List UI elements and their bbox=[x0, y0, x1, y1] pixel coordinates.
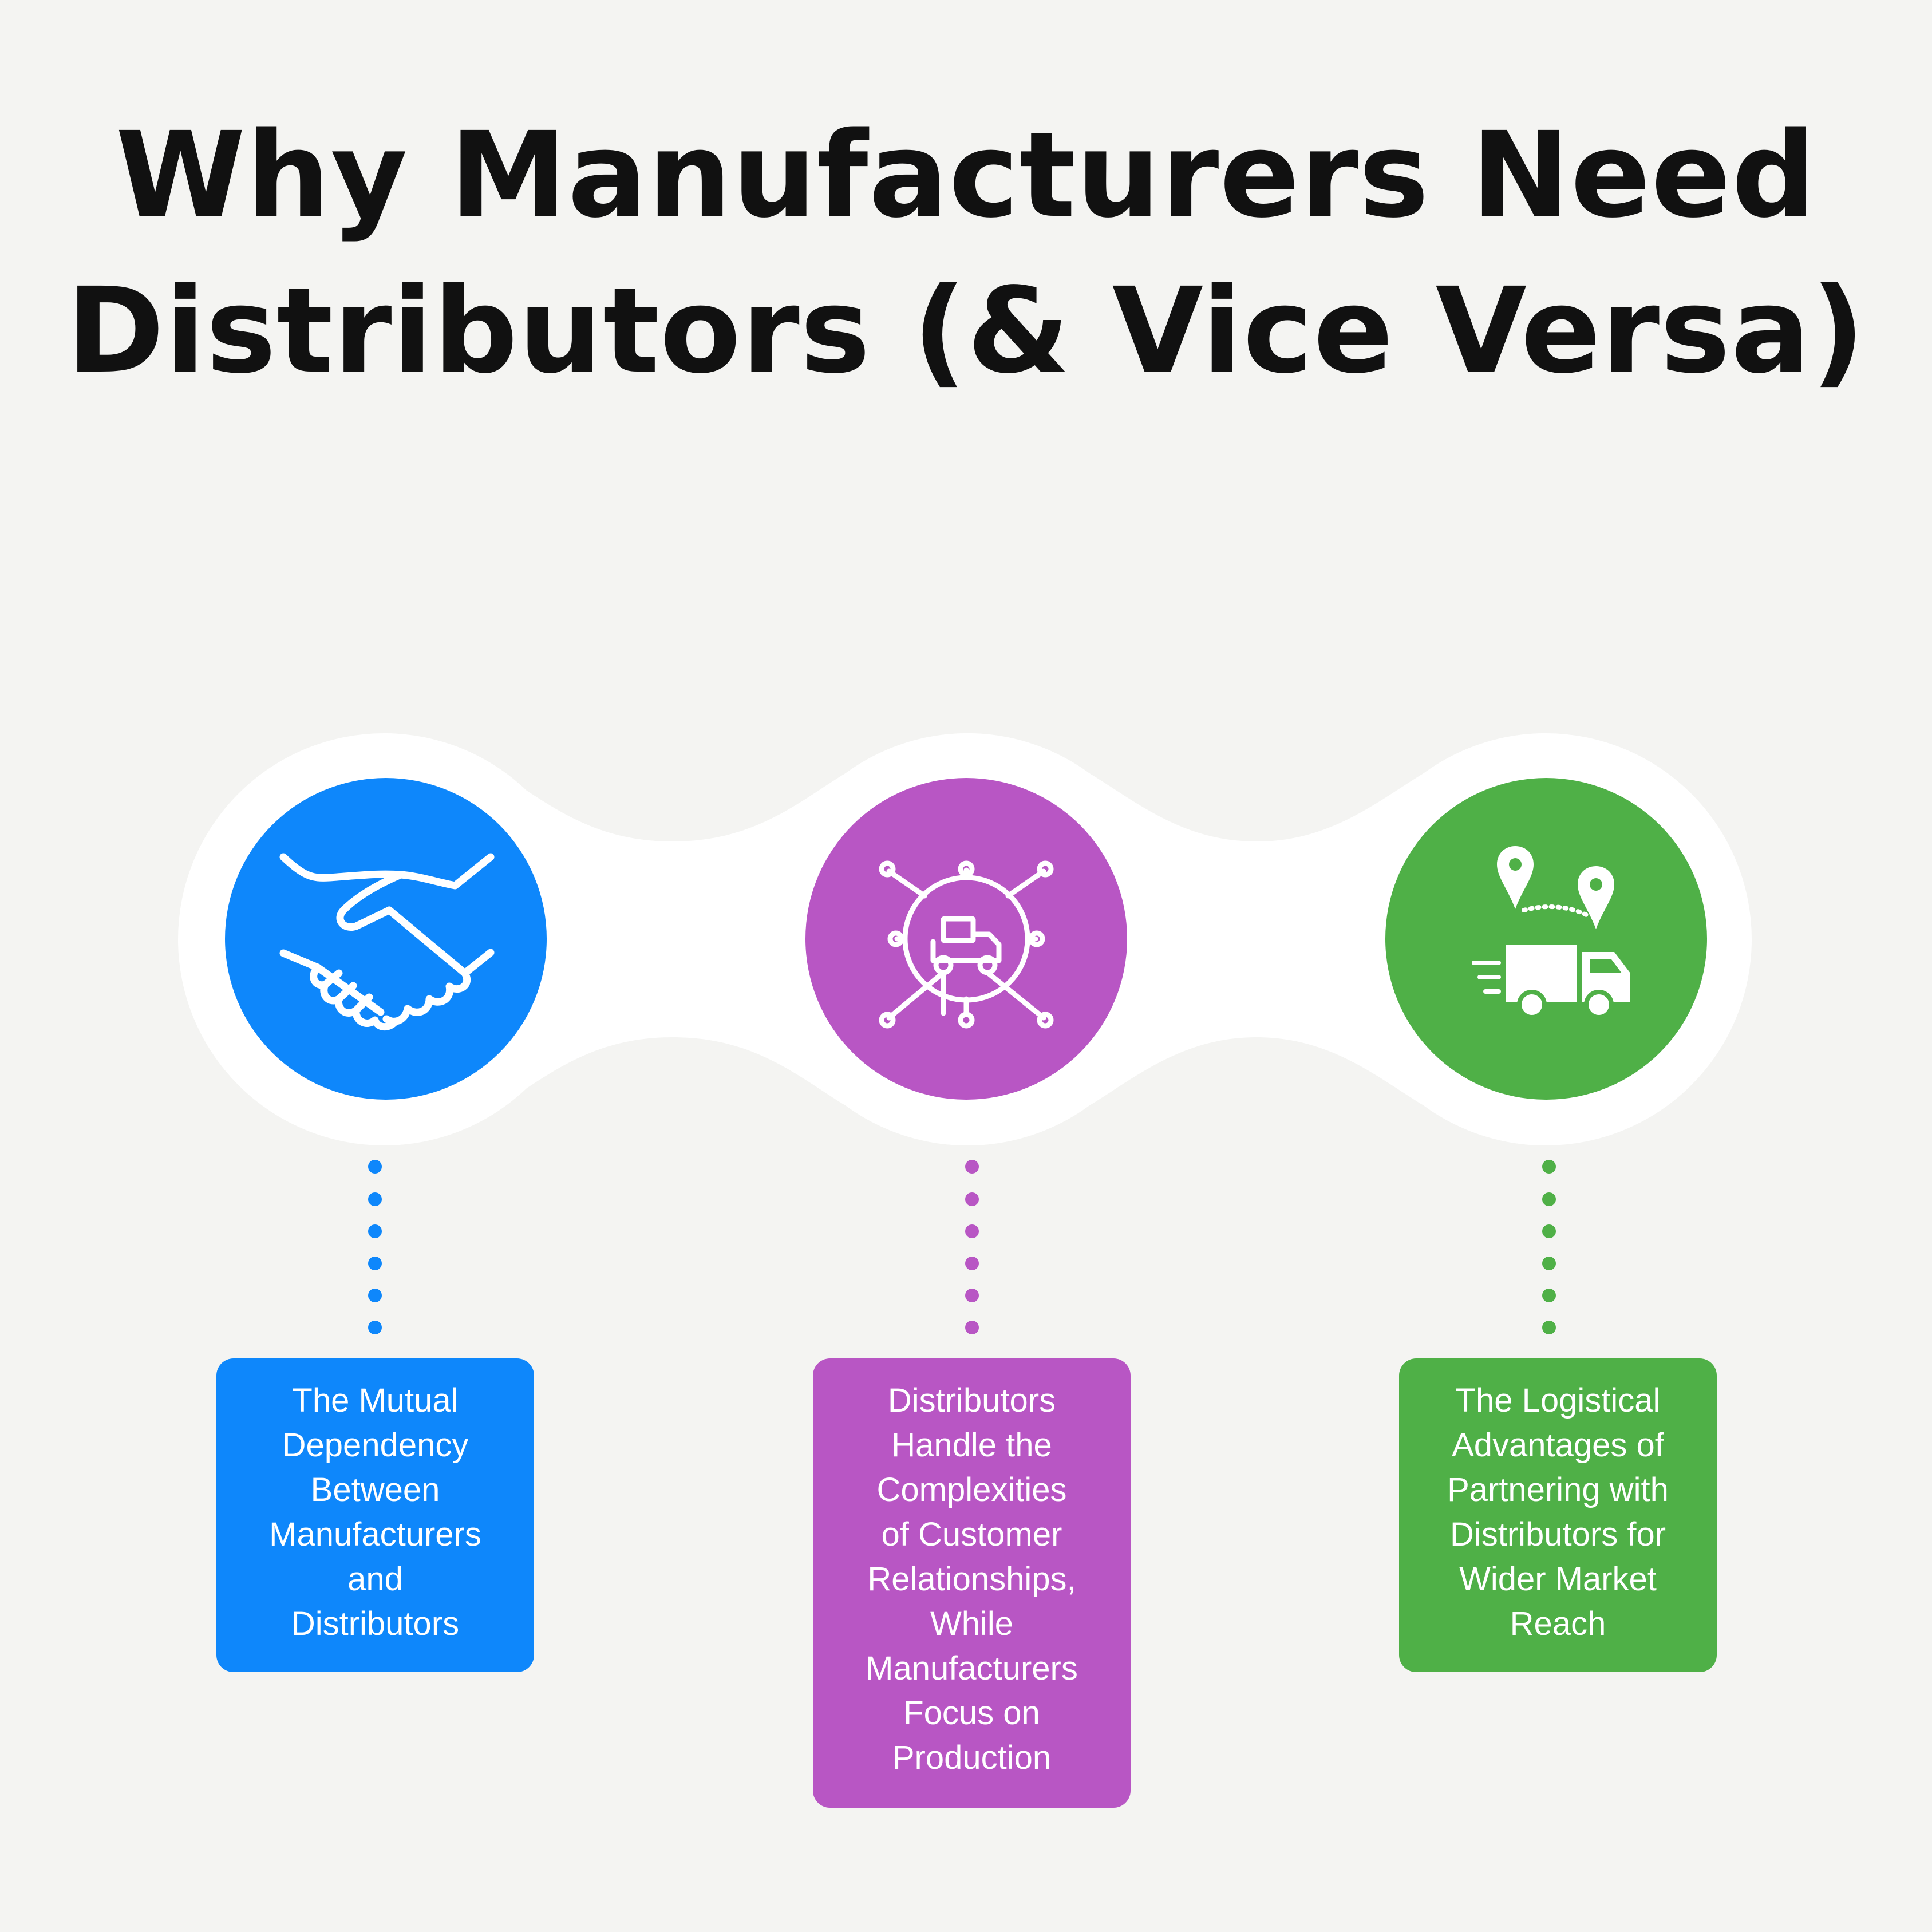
page-title: Why Manufacturers Need Distributors (& V… bbox=[0, 97, 1932, 409]
title-line-1: Why Manufacturers Need bbox=[115, 106, 1817, 244]
delivery-truck-route-icon bbox=[1472, 846, 1630, 1020]
card-text-line: Partnering with bbox=[1447, 1471, 1669, 1508]
card-text-line: Wider Market bbox=[1459, 1560, 1657, 1598]
network-truck-icon bbox=[879, 860, 1054, 1029]
card-text-line: The Logistical bbox=[1455, 1382, 1661, 1419]
card-text-line: Manufacturers bbox=[269, 1516, 481, 1553]
card-text-line: While bbox=[930, 1605, 1014, 1642]
card-text-line: Distributors bbox=[291, 1605, 460, 1642]
card-text-line: Between bbox=[310, 1471, 440, 1508]
card-text-line: Reach bbox=[1510, 1605, 1606, 1642]
card-text-line: Dependency bbox=[282, 1427, 469, 1464]
title-line-2: Distributors (& Vice Versa) bbox=[66, 262, 1866, 400]
text-card-1: The Mutual Dependency Between Manufactur… bbox=[216, 1358, 534, 1672]
card-text-line: Handle the bbox=[891, 1427, 1052, 1464]
card-text-line: and bbox=[347, 1560, 403, 1598]
card-text-line: Focus on bbox=[903, 1694, 1040, 1732]
card-text-line: Production bbox=[892, 1739, 1052, 1776]
node-circle-1 bbox=[225, 778, 547, 1100]
card-text-line: Manufacturers bbox=[866, 1650, 1078, 1687]
card-text-line: Complexities bbox=[876, 1471, 1067, 1508]
dotted-connector-3 bbox=[1542, 1160, 1556, 1334]
card-text-line: Distributors bbox=[887, 1382, 1056, 1419]
card-text-line: Advantages of bbox=[1452, 1427, 1664, 1464]
node-circle-3 bbox=[1385, 778, 1707, 1100]
card-text-line: Relationships, bbox=[867, 1560, 1076, 1598]
text-card-3: The Logistical Advantages of Partnering … bbox=[1399, 1358, 1717, 1672]
card-text-line: The Mutual bbox=[292, 1382, 459, 1419]
card-text-line: Distributors for bbox=[1449, 1516, 1666, 1553]
dotted-connector-2 bbox=[965, 1160, 979, 1334]
handshake-icon bbox=[279, 853, 495, 1031]
dotted-connector-1 bbox=[368, 1160, 382, 1334]
card-text-line: of Customer bbox=[881, 1516, 1062, 1553]
text-card-2: Distributors Handle the Complexities of … bbox=[813, 1358, 1131, 1808]
